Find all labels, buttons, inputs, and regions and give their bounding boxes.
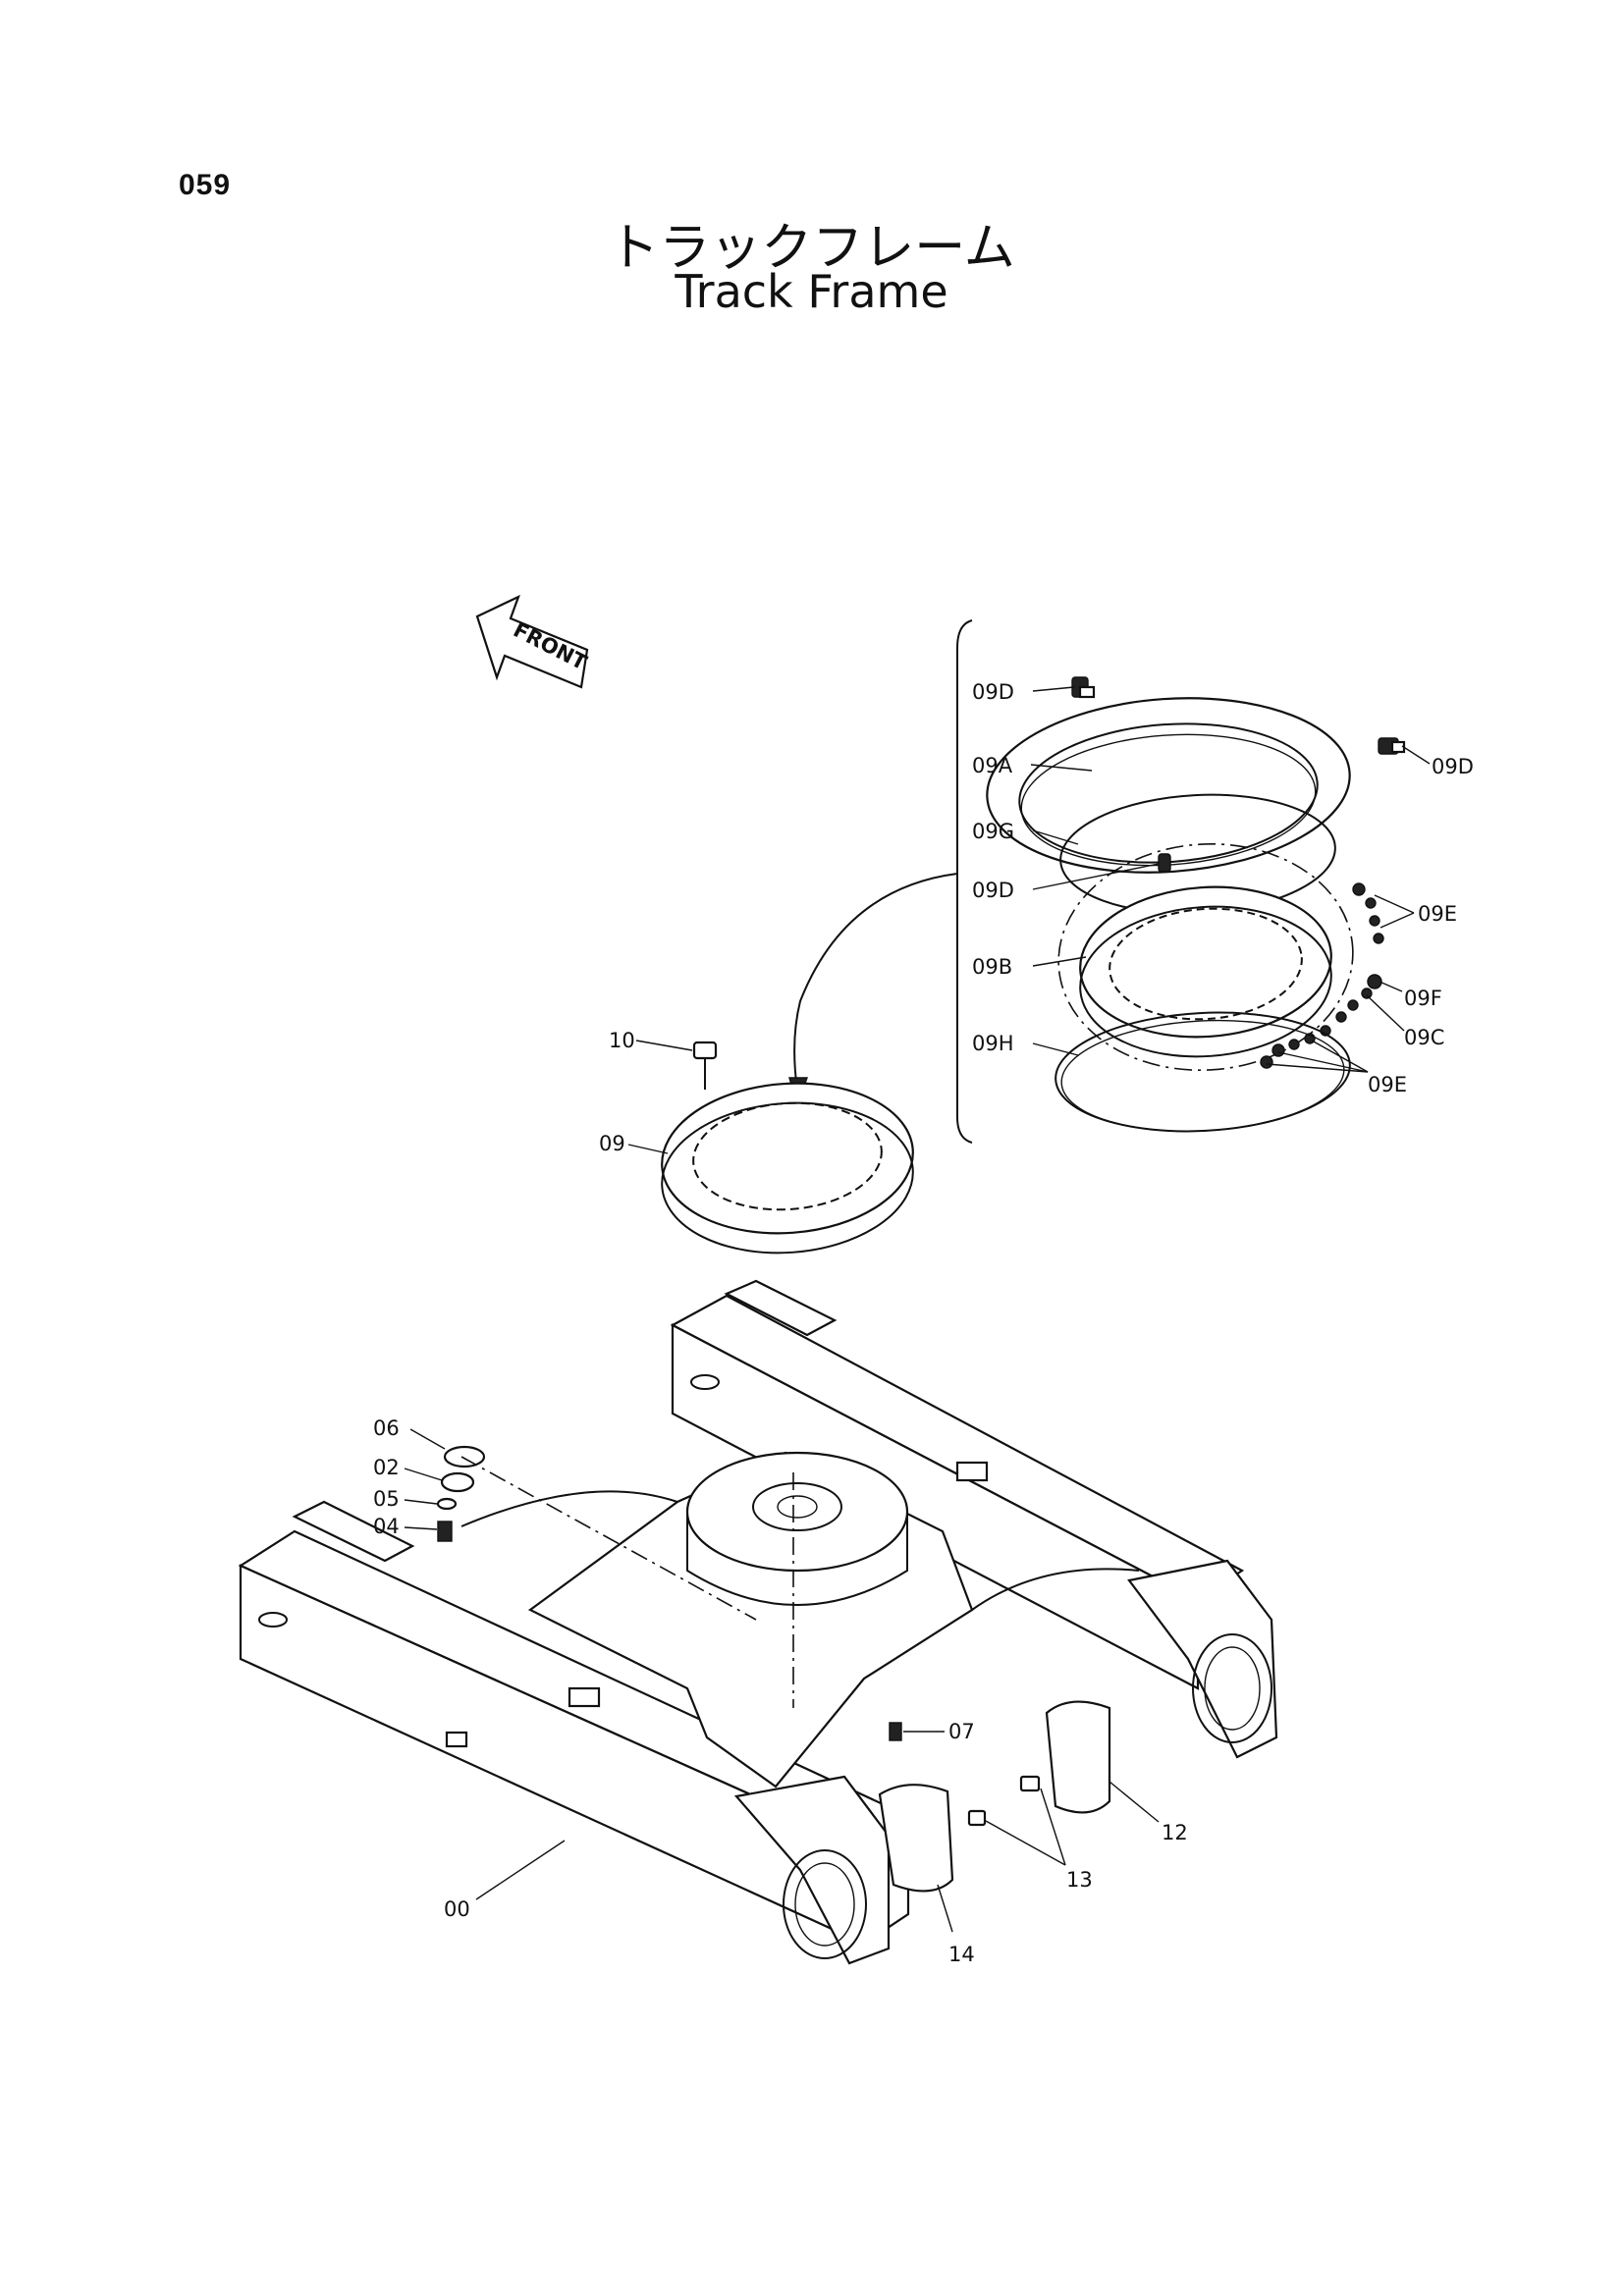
callout-07: 07 — [948, 1720, 975, 1743]
callout-09A: 09A — [972, 754, 1013, 777]
callout-09: 09 — [599, 1132, 625, 1155]
exploded-view-arrow — [793, 873, 958, 1091]
exploded-view-bracket — [956, 619, 973, 1144]
leader-lines — [404, 686, 1431, 1933]
callout-09H: 09H — [972, 1032, 1014, 1055]
hardware-guide-line — [460, 1456, 757, 1621]
front-arrow-icon: FRONT — [475, 594, 591, 689]
callout-09G: 09G — [972, 820, 1014, 843]
part-09H-seal-inner — [1060, 1019, 1345, 1133]
callout-05: 05 — [373, 1487, 400, 1511]
part-14-guard — [878, 1784, 954, 1893]
part-05-washer — [436, 1497, 458, 1511]
callout-09B: 09B — [972, 955, 1012, 979]
title-english: Track Frame — [675, 265, 948, 318]
part-09A-outer-ring — [986, 697, 1351, 874]
assembly-guide-line — [1057, 843, 1354, 1071]
callout-09D-middle: 09D — [972, 879, 1014, 902]
callout-06: 06 — [373, 1416, 400, 1440]
callout-02: 02 — [373, 1456, 400, 1479]
callout-09D-right: 09D — [1432, 755, 1474, 778]
part-13-bolts — [967, 1775, 1041, 1827]
part-07-plug — [889, 1722, 902, 1741]
part-09-swing-bearing — [661, 1082, 914, 1255]
part-00-track-frame — [238, 1279, 1278, 1965]
callout-13: 13 — [1066, 1868, 1093, 1892]
title-japanese: トラックフレーム — [608, 219, 1015, 278]
part-10-bolt — [692, 1041, 718, 1090]
callout-10: 10 — [609, 1029, 635, 1052]
part-09D-grease-fitting-middle — [1158, 853, 1171, 873]
part-12-guard — [1045, 1700, 1111, 1814]
callout-12: 12 — [1162, 1821, 1188, 1844]
part-04-bolt — [437, 1521, 453, 1542]
callout-00: 00 — [444, 1897, 470, 1921]
callout-14: 14 — [948, 1943, 975, 1966]
callout-09E-upper: 09E — [1418, 902, 1457, 926]
part-09E-bearing-balls — [1260, 882, 1384, 1069]
callout-04: 04 — [373, 1515, 400, 1538]
part-09D-grease-fitting-right — [1378, 737, 1406, 755]
page-number: 059 — [179, 169, 232, 201]
callout-09F: 09F — [1404, 987, 1442, 1010]
part-09D-grease-fitting-top — [1071, 676, 1096, 699]
part-02-cover — [440, 1471, 475, 1493]
callout-09E-lower: 09E — [1368, 1073, 1407, 1096]
callout-09D-top: 09D — [972, 680, 1014, 704]
callout-09C: 09C — [1404, 1026, 1444, 1049]
part-09B-inner-ring — [1079, 885, 1332, 1058]
part-06-gasket — [443, 1445, 486, 1468]
